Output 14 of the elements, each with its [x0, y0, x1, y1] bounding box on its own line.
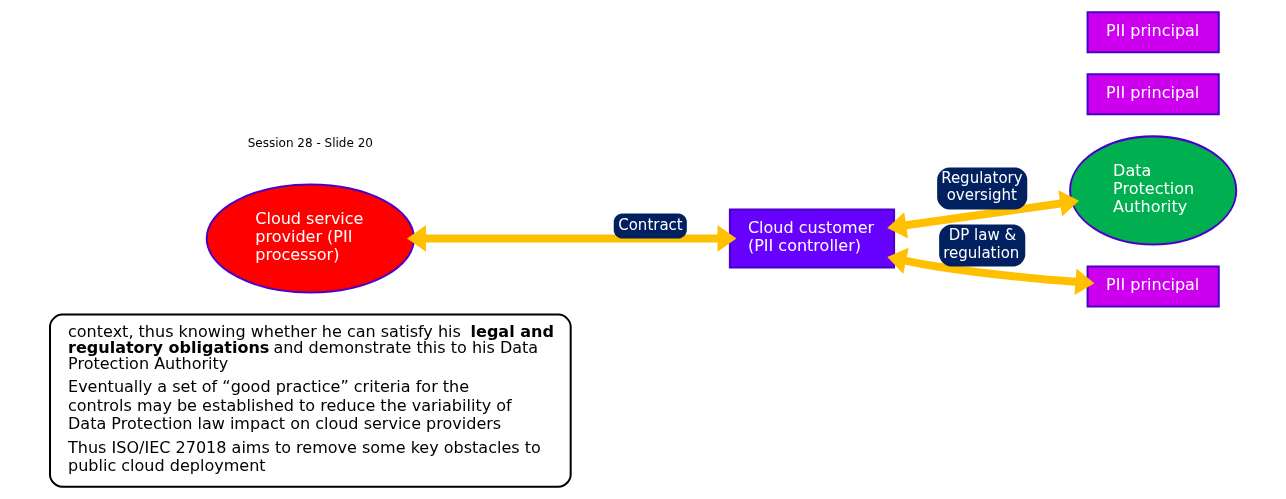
- arrow: [887, 190, 1080, 239]
- edge-label: DP law & regulation: [943, 226, 1020, 262]
- node-ellipse: Cloud service provider (PII processor): [205, 183, 415, 294]
- node-ellipse: Data Protection Authority: [1069, 135, 1238, 246]
- edge-label: Contract: [618, 215, 683, 234]
- edge-label: Regulatory oversight: [941, 169, 1023, 205]
- node-box: Cloud customer (PII controller): [728, 208, 896, 269]
- node-box: PII principal: [1086, 11, 1220, 54]
- label: Session 28 - Slide 20: [247, 136, 373, 151]
- node-box: context, thus knowing whether he can satisfy his legal and regulatory obligations and demonstrate this to his Data Protection Authority Eventually a set of “good practice” criteria for the controls may be established to reduce the variability of Data Protection law impact on cloud service providers Thus ISO/IEC 27018 aims to remove some key obstacles to public cloud deployment: [49, 313, 572, 488]
- arrow: [887, 247, 1095, 296]
- arrow: [406, 225, 737, 252]
- node-box: PII principal: [1086, 265, 1220, 308]
- node-box: PII principal: [1086, 73, 1220, 116]
